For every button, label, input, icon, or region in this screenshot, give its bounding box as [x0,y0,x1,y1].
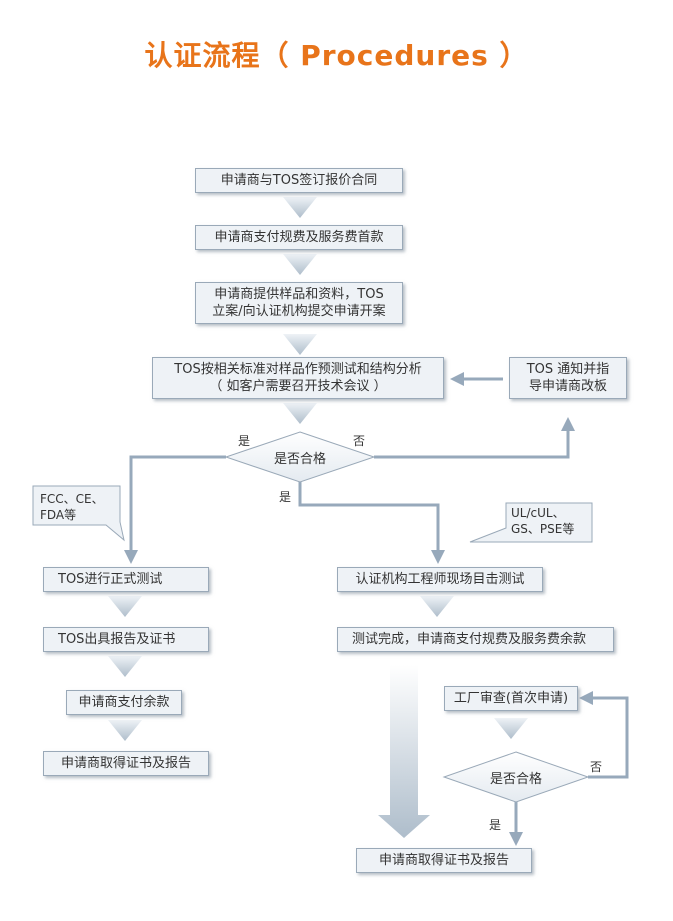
step-factory-audit: 工厂审查(首次申请) [444,686,578,711]
step-notify-revise-line1: TOS 通知并指 [526,362,610,377]
step-pretest-line1: TOS按相关标准对样品作预测试和结构分析 [174,362,422,377]
step-pretest-line2: （ 如客户需要召开技术会议 ） [209,379,387,394]
step-witness-test-label: 认证机构工程师现场目击测试 [355,572,525,587]
step-pay-balance: 申请商支付余款 [66,690,182,715]
step-issue-report-label: TOS出具报告及证书 [58,632,176,647]
step-formal-test-label: TOS进行正式测试 [58,572,163,587]
decision-1-yes-down: 是 [279,490,292,504]
step-factory-audit-label: 工厂审查(首次申请) [453,691,569,706]
connector-yes-left [129,455,226,552]
step-final-payment-label: 测试完成，申请商支付规费及服务费余款 [352,632,587,647]
step-obtain-cert-right-label: 申请商取得证书及报告 [378,853,509,868]
chevron-arrow-1 [283,197,317,218]
step-first-payment-label: 申请商支付规费及服务费首款 [214,230,384,245]
step-pay-balance-label: 申请商支付余款 [78,695,170,710]
arrowhead-no-to-notify [561,417,575,431]
arrowhead-yes-left [124,550,138,564]
step-submit-samples-line1: 申请商提供样品和资料，TOS [214,287,384,302]
page-title: 认证流程（ Procedures ） [144,39,529,72]
decision-1-no-right: 否 [353,434,366,448]
step-witness-test: 认证机构工程师现场目击测试 [337,567,543,592]
decision-2-yes: 是 [489,818,502,832]
callout-left-text: FCC、CE、 FDA等 [40,491,104,523]
decision-1-yes-left: 是 [238,434,251,448]
chevron-arrow-2 [283,254,317,275]
step-obtain-cert-right: 申请商取得证书及报告 [356,848,532,873]
callout-right [469,502,593,543]
chevron-arrow-l1 [108,596,142,617]
chevron-arrow-3 [283,334,317,355]
callout-left-line1: FCC、CE、 [40,492,104,506]
step-obtain-cert-left: 申请商取得证书及报告 [43,751,209,776]
callout-left-line2: FDA等 [40,508,77,522]
step-sign-contract-label: 申请商与TOS签订报价合同 [220,173,378,188]
step-sign-contract: 申请商与TOS签订报价合同 [195,168,403,193]
connector-no-loop [588,696,629,779]
callout-right-line1: UL/cUL、 [511,506,565,520]
arrowhead-notify-return [450,372,464,386]
connector-no-to-notify [374,430,570,459]
arrowhead-yes-down [431,550,445,564]
arrowhead-yes-final [509,832,523,846]
step-issue-report: TOS出具报告及证书 [43,627,209,652]
step-first-payment: 申请商支付规费及服务费首款 [195,225,403,250]
connector-yes-down [298,482,440,552]
step-pretest: TOS按相关标准对样品作预测试和结构分析 （ 如客户需要召开技术会议 ） [152,357,444,399]
step-submit-samples-line2: 立案/向认证机构提交申请开案 [212,304,386,319]
decision-2-no: 否 [590,760,603,774]
callout-right-text: UL/cUL、 GS、PSE等 [511,505,574,537]
chevron-arrow-r3 [494,718,528,739]
step-notify-revise: TOS 通知并指 导申请商改板 [509,357,627,399]
arrowhead-no-loop [579,691,593,705]
callout-right-line2: GS、PSE等 [511,522,575,536]
step-formal-test: TOS进行正式测试 [43,567,209,592]
chevron-arrow-r1 [420,596,454,617]
step-notify-revise-line2: 导申请商改板 [528,379,607,394]
chevron-arrow-4 [283,403,317,424]
chevron-arrow-l2 [108,656,142,677]
step-obtain-cert-left-label: 申请商取得证书及报告 [60,756,191,771]
callout-left [32,485,125,542]
chevron-arrow-l3 [108,720,142,741]
step-final-payment: 测试完成，申请商支付规费及服务费余款 [337,627,614,652]
step-submit-samples: 申请商提供样品和资料，TOS 立案/向认证机构提交申请开案 [195,282,403,324]
big-arrow-to-final [378,665,430,838]
decision-1-label: 是否合格 [273,452,326,467]
decision-2-label: 是否合格 [489,772,542,787]
